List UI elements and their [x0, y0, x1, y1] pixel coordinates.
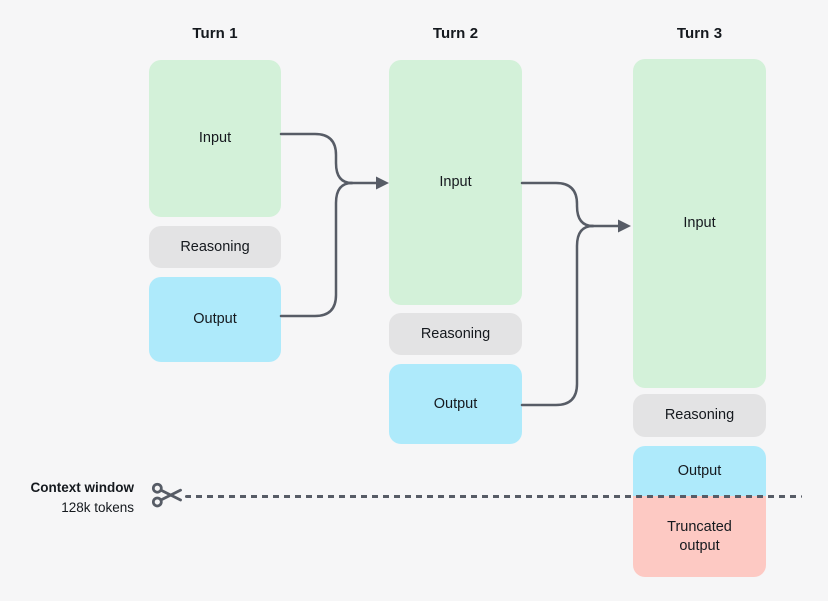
turn1-output-label: Output [193, 311, 237, 327]
turn1-to-turn2-connector [279, 132, 379, 318]
turn3-reasoning-box: Reasoning [633, 394, 766, 437]
context-window-label: Context window 128k tokens [16, 478, 135, 518]
turn1-input-label: Input [198, 130, 232, 146]
turn3-reasoning-label: Reasoning [664, 407, 735, 423]
turn2-input-box: Input [389, 60, 522, 305]
turn1-input-box: Input [149, 60, 281, 217]
turn3-truncated-output-label: Truncated output [667, 518, 732, 554]
turn2-input-label: Input [439, 174, 472, 190]
scissors-icon [151, 482, 182, 508]
turn2-arrowhead-icon [376, 176, 389, 190]
turn1-header: Turn 1 [192, 25, 238, 42]
context-limit-dashed-line [185, 495, 802, 498]
context-window-subtitle: 128k tokens [61, 500, 134, 515]
context-window-title: Context window [30, 480, 135, 495]
turn3-header: Turn 3 [676, 25, 723, 42]
turn2-output-box: Output [389, 364, 522, 444]
turn2-header: Turn 2 [432, 25, 479, 42]
turn2-reasoning-label: Reasoning [420, 325, 491, 342]
turn3-input-box: Input [633, 59, 766, 388]
turn1-reasoning-box: Reasoning [149, 226, 281, 268]
turn2-reasoning-box: Reasoning [389, 313, 522, 355]
turn2-to-turn3-connector [520, 181, 621, 407]
turn3-truncated-output-box: Truncated output [633, 496, 766, 577]
turn1-output-box: Output [149, 277, 281, 362]
turn3-input-label: Input [683, 215, 716, 231]
turn2-output-label: Output [433, 395, 478, 412]
turn3-output-label: Output [677, 462, 722, 479]
turn1-reasoning-label: Reasoning [180, 238, 250, 255]
turn3-output-box: Output [633, 446, 766, 496]
turn3-arrowhead-icon [618, 219, 631, 233]
